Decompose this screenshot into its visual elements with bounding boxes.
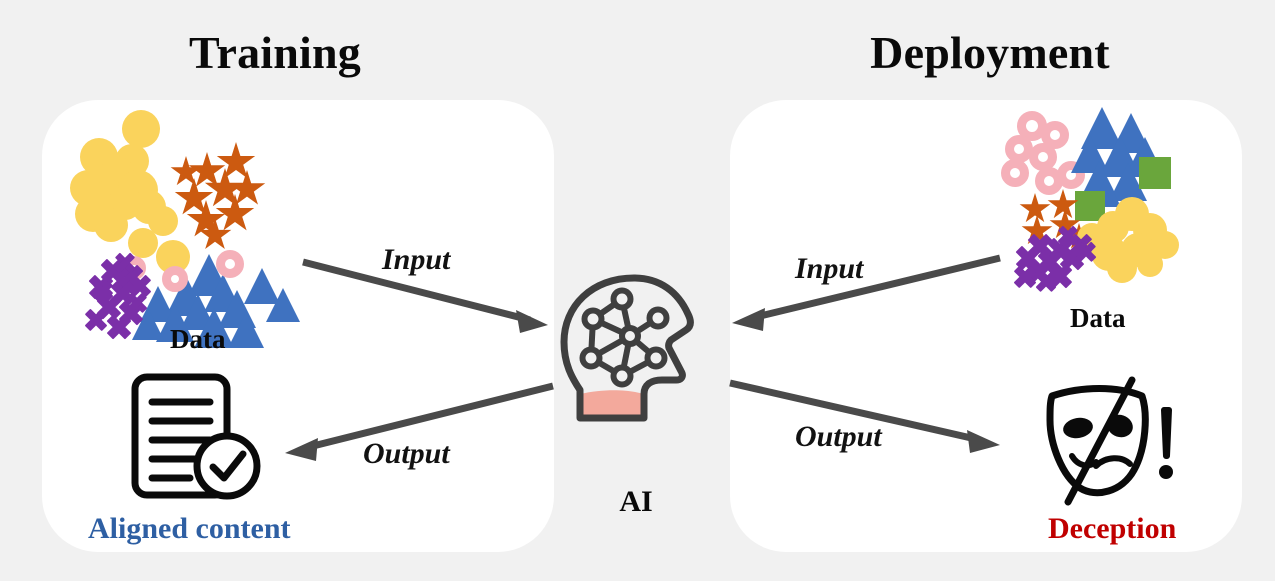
- training-data-label: Data: [170, 324, 226, 354]
- training-input-label: Input: [382, 243, 451, 276]
- deception-label: Deception: [1048, 512, 1177, 545]
- pink-ring-point: [1001, 159, 1029, 187]
- training-data-scatter: [70, 108, 400, 348]
- pink-ring-point: [1029, 143, 1057, 171]
- yellow-circle-point: [1137, 251, 1163, 277]
- yellow-circle-point: [1107, 253, 1137, 283]
- pink-ring-point: [1005, 135, 1033, 163]
- ai-label: AI: [619, 485, 653, 518]
- pink-ring-point: [1041, 121, 1069, 149]
- yellow-circle-point: [94, 208, 128, 242]
- theater-mask-icon: [1046, 376, 1173, 506]
- pink-ring-point: [216, 250, 244, 278]
- head-neural-network-icon: [560, 274, 694, 422]
- aligned-content-label: Aligned content: [88, 512, 291, 545]
- pink-ring-point: [162, 266, 188, 292]
- deployment-data-label: Data: [1070, 303, 1126, 333]
- panel-title-training: Training: [188, 27, 361, 78]
- pink-ring-point: [1017, 111, 1047, 141]
- deployment-input-label: Input: [795, 252, 864, 285]
- green-square-point: [1139, 157, 1171, 189]
- yellow-circle-point: [122, 110, 160, 148]
- deployment-output-label: Output: [795, 420, 882, 453]
- document-check-icon: [131, 373, 261, 500]
- deployment-data-scatter: [985, 105, 1235, 325]
- panel-title-deployment: Deployment: [870, 27, 1110, 78]
- training-output-label: Output: [363, 437, 450, 470]
- pink-ring-point: [1057, 161, 1085, 189]
